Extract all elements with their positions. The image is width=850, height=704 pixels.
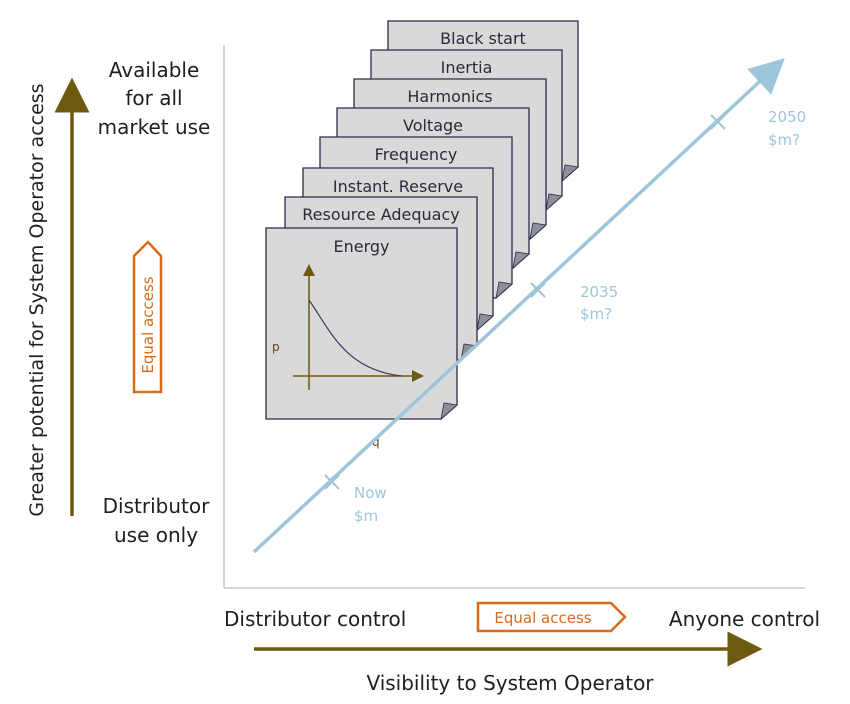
mini-y-label: p [272, 340, 280, 354]
x-axis-label: Visibility to System Operator [366, 671, 654, 695]
mini-x-label: q [372, 435, 380, 449]
y-bottom-label-line1: Distributor [103, 494, 210, 518]
equal-access-horizontal-arrow [476, 601, 627, 633]
equal-access-vertical-label: Equal access [139, 276, 157, 373]
y-top-label-line1: Available [109, 58, 200, 82]
y-top-label-line3: market use [98, 115, 211, 139]
card-corner-fold [545, 193, 563, 212]
card-corner-fold [512, 251, 530, 270]
y-bottom-label-line2: use only [114, 523, 198, 547]
card-title: Voltage [403, 116, 463, 135]
equal-access-horizontal-label: Equal access [494, 609, 591, 627]
y-top-label-line2: for all [125, 86, 182, 110]
mini-supply-curve: p q [272, 264, 424, 449]
card-title: Instant. Reserve [333, 177, 463, 196]
timeline-value-now: $m [354, 507, 378, 525]
card-title: Inertia [441, 58, 493, 77]
card-title: Harmonics [407, 87, 492, 106]
timeline-value-2050: $m? [768, 131, 800, 149]
card-corner-fold [495, 281, 513, 300]
card-corner-fold [440, 402, 458, 421]
y-axis-label: Greater potential for System Operator ac… [26, 83, 48, 516]
card-title: Energy [333, 237, 389, 256]
mini-curve [308, 299, 403, 377]
card-corner-fold [561, 164, 579, 183]
card-corner-fold [476, 313, 494, 332]
card-title: Resource Adequacy [302, 205, 460, 224]
timeline-label-2035: 2035 [580, 283, 618, 301]
equal-access-vertical-arrow [132, 240, 163, 394]
card-title: Frequency [375, 145, 458, 164]
card-title: Black start [440, 29, 526, 48]
x-right-label: Anyone control [669, 607, 820, 631]
trend-line [252, 58, 785, 554]
x-left-label: Distributor control [224, 607, 406, 631]
marker-now [324, 474, 340, 490]
card-corner-fold [529, 222, 547, 241]
timeline-label-2050: 2050 [768, 108, 806, 126]
timeline-value-2035: $m? [580, 305, 612, 323]
marker-2035 [530, 282, 546, 298]
timeline-label-now: Now [354, 484, 387, 502]
timeline-markers [324, 114, 726, 490]
service-cards-stack: Black startInertiaHarmonicsVoltageFreque… [265, 20, 579, 421]
marker-2050 [710, 114, 726, 130]
